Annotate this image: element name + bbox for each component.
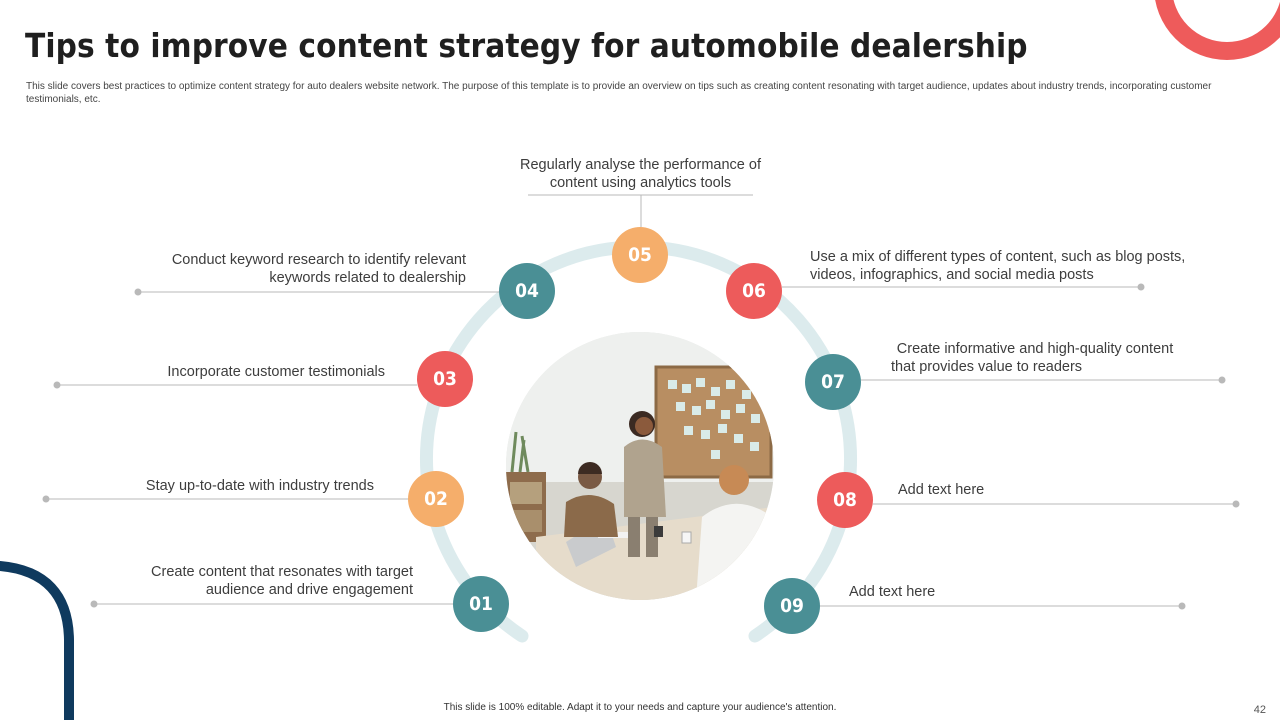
tip-06-line-2: videos, infographics, and social media p…	[810, 267, 1094, 283]
badge-08: 08	[817, 472, 873, 528]
badge-04: 04	[499, 263, 555, 319]
decorative-arc-icon	[0, 561, 74, 720]
page-number: 42	[1253, 704, 1266, 716]
badge-05: 05	[612, 227, 668, 283]
tip-08-line-1: Add text here	[898, 482, 985, 498]
badge-01: 01	[453, 576, 509, 632]
tip-07-line-1: Create informative and high-quality cont…	[896, 341, 1174, 357]
tip-06-line-1: Use a mix of different types of content,…	[810, 249, 1186, 265]
page-subtitle: This slide covers best practices to opti…	[26, 81, 1212, 105]
tip-04-text: Conduct keyword research to identify rel…	[172, 251, 466, 287]
footer-note: This slide is 100% editable. Adapt it to…	[0, 702, 1280, 713]
decorative-ring-icon	[1155, 0, 1280, 60]
tip-09-text: Add text here	[849, 583, 935, 601]
badge-07: 07	[805, 354, 861, 410]
tip-03-line-1: Incorporate customer testimonials	[167, 364, 385, 380]
tip-07-text: Create informative and high-quality cont…	[880, 340, 1190, 376]
tip-08-text: Add text here	[898, 481, 984, 499]
tip-07-line-2: that provides value to readers	[891, 359, 1083, 375]
badge-03: 03	[417, 351, 473, 407]
tip-01-line-1: Create content that resonates with targe…	[151, 564, 413, 580]
page-title: Tips to improve content strategy for aut…	[25, 26, 1028, 65]
tip-05-text: Regularly analyse the performance of con…	[500, 156, 781, 192]
tip-06-text: Use a mix of different types of content,…	[810, 248, 1185, 284]
tip-05-line-2: content using analytics tools	[549, 175, 732, 191]
tip-01-line-2: audience and drive engagement	[205, 582, 413, 598]
badge-09: 09	[764, 578, 820, 634]
tip-02-line-1: Stay up-to-date with industry trends	[145, 478, 374, 494]
badge-06: 06	[726, 263, 782, 319]
tip-05-line-1: Regularly analyse the performance of	[520, 157, 761, 173]
tip-03-text: Incorporate customer testimonials	[167, 363, 385, 381]
tip-01-text: Create content that resonates with targe…	[151, 563, 413, 599]
footer-text: This slide is 100% editable. Adapt it to…	[443, 702, 837, 713]
tip-09-line-1: Add text here	[849, 584, 936, 600]
tip-04-line-2: keywords related to dealership	[269, 270, 466, 286]
office-meeting-photo	[506, 332, 774, 600]
tip-02-text: Stay up-to-date with industry trends	[146, 477, 374, 495]
badge-02: 02	[408, 471, 464, 527]
tip-04-line-1: Conduct keyword research to identify rel…	[171, 252, 466, 268]
